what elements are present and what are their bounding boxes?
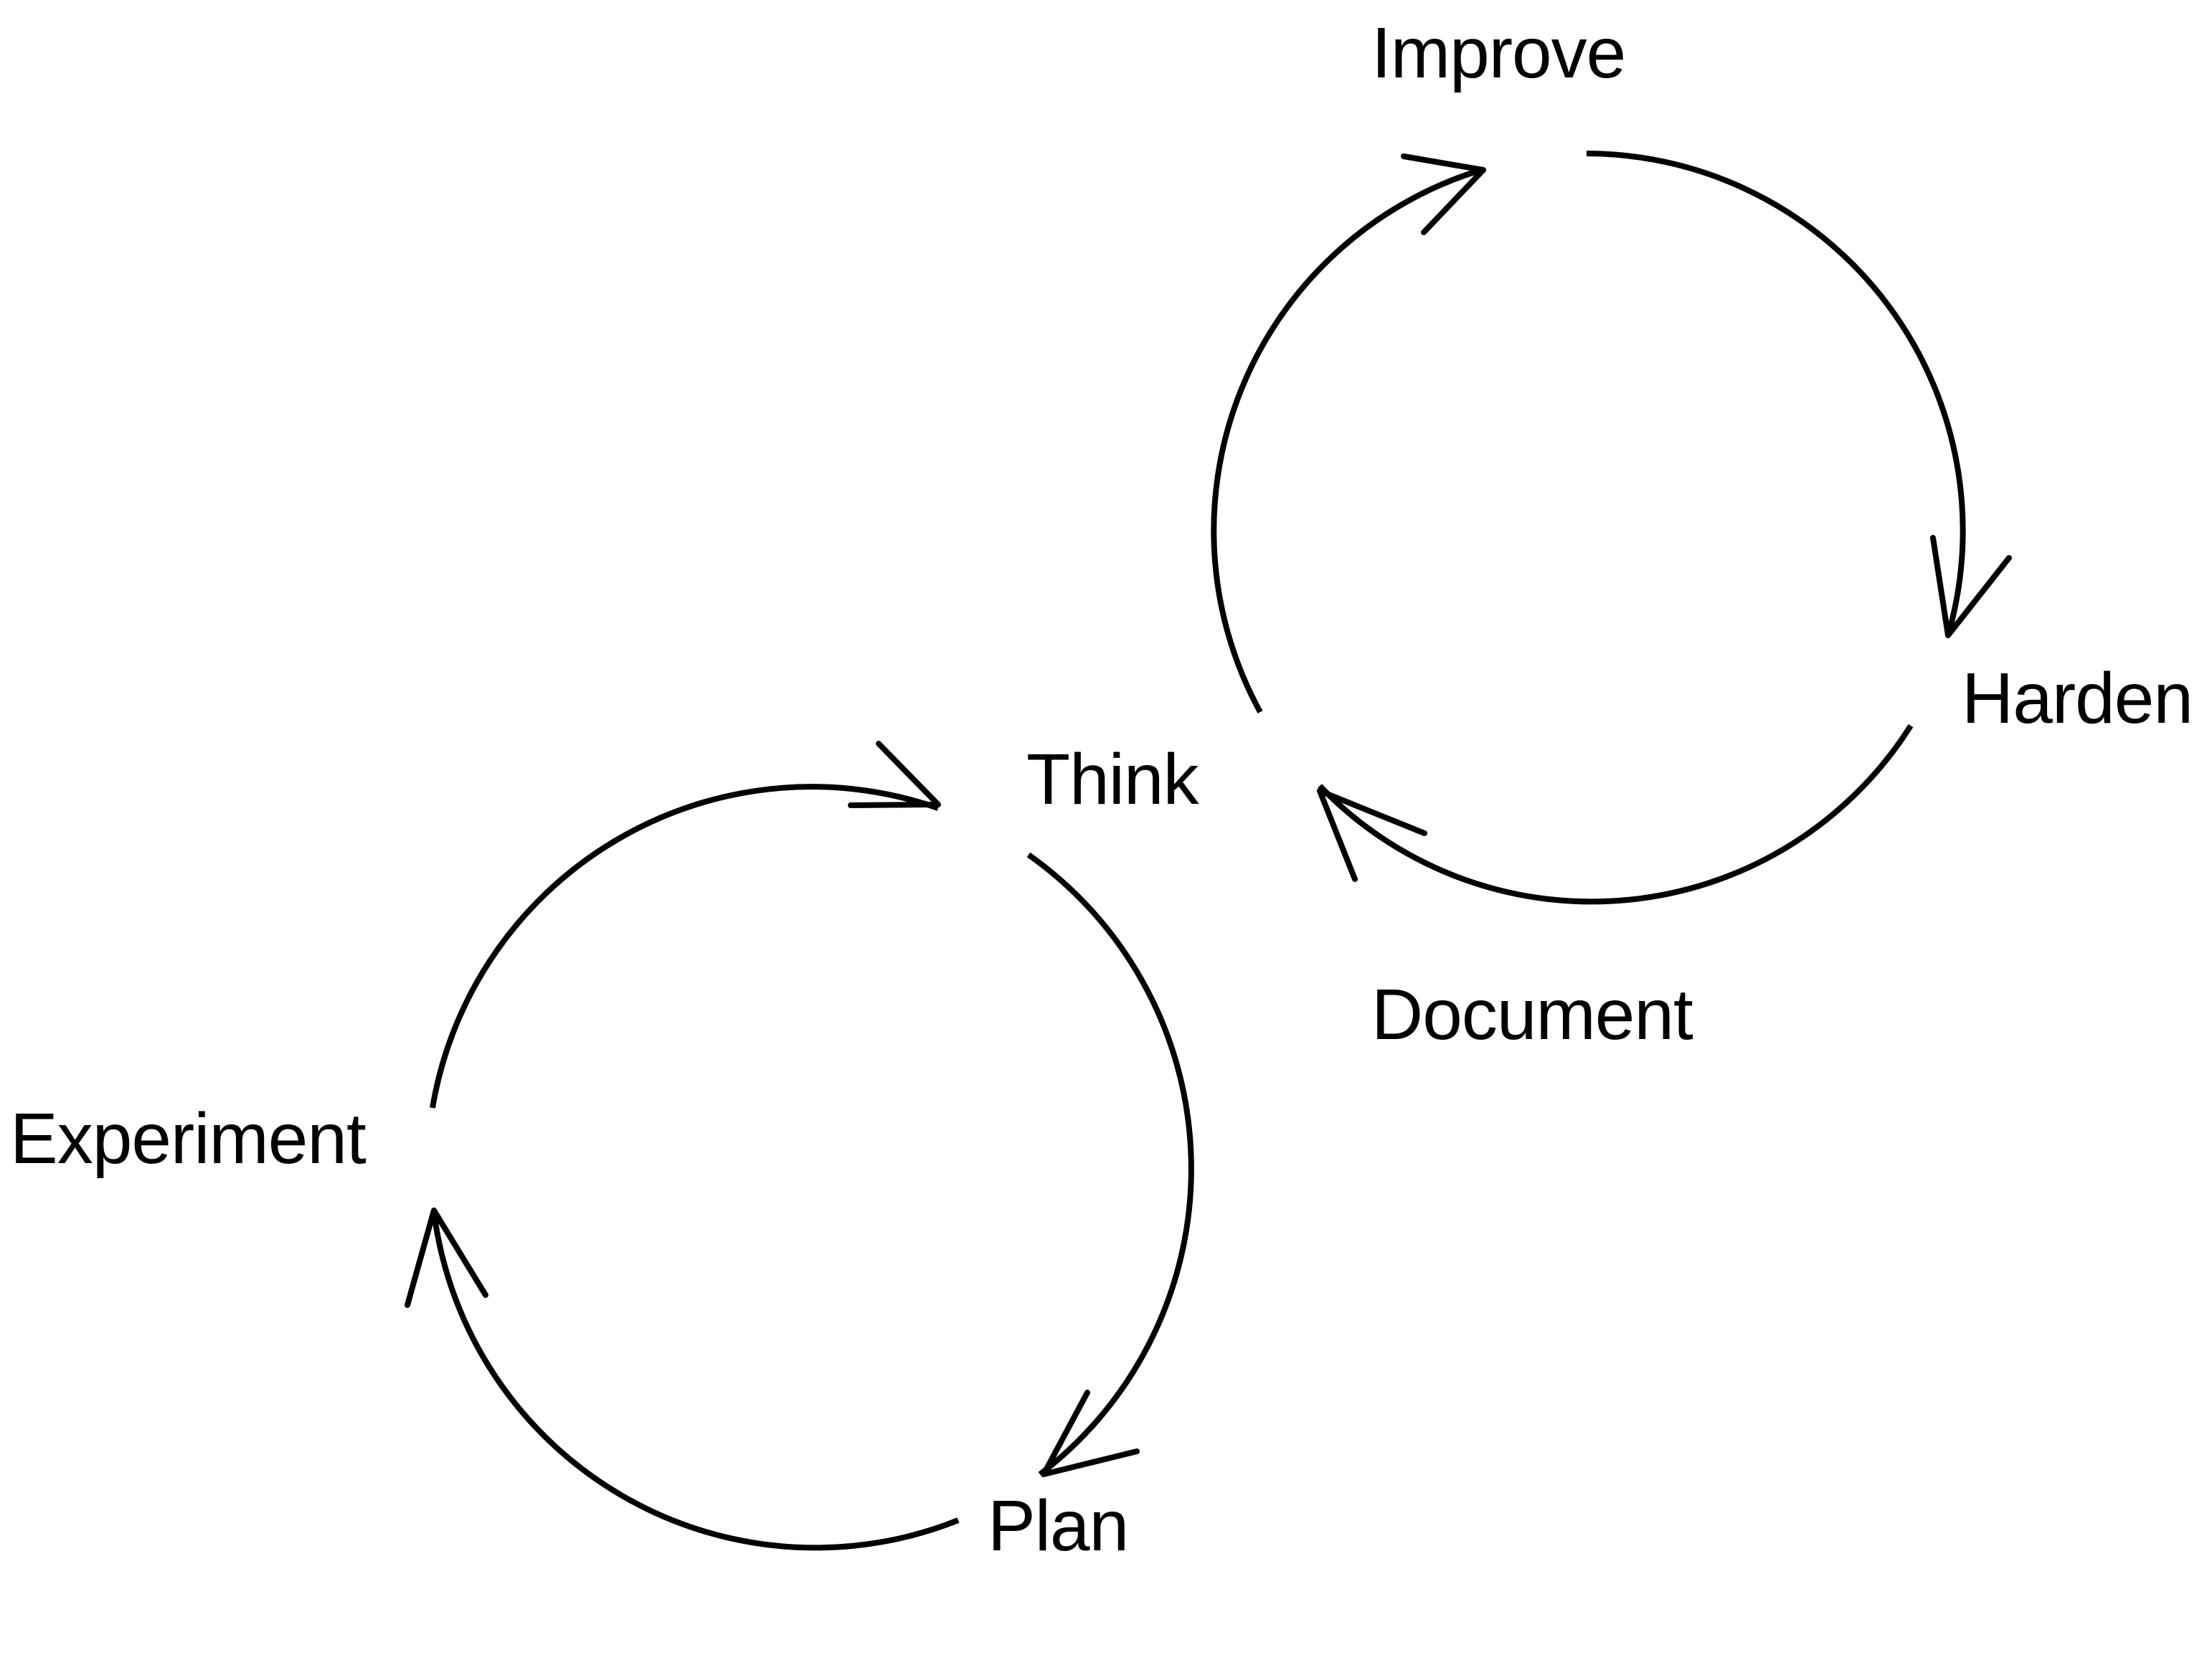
node-document: Document: [1371, 974, 1693, 1055]
arrowhead-harden-icon: [1930, 535, 2012, 638]
node-experiment: Experiment: [10, 1099, 367, 1179]
arc-harden-to-think: [1318, 724, 1914, 905]
arrowhead-think-upper-icon: [1317, 788, 1427, 882]
arc-think-to-improve: [1211, 168, 1480, 713]
arrowhead-think-lower-icon: [848, 741, 941, 808]
arc-think-to-plan: [1026, 852, 1194, 1477]
upper-loop: [1211, 151, 2012, 905]
arrowhead-improve-icon: [1401, 153, 1486, 235]
node-improve: Improve: [1371, 13, 1626, 93]
node-think: Think: [1026, 739, 1199, 820]
arc-plan-to-experiment: [431, 1211, 960, 1551]
node-harden: Harden: [1962, 658, 2193, 739]
arc-experiment-to-think: [430, 784, 940, 1109]
arc-improve-to-harden: [1586, 151, 1966, 637]
node-plan: Plan: [988, 1486, 1129, 1566]
arrowhead-plan-icon: [1041, 1390, 1140, 1477]
arrowhead-experiment-icon: [405, 1208, 488, 1308]
lower-loop: [405, 741, 1194, 1551]
